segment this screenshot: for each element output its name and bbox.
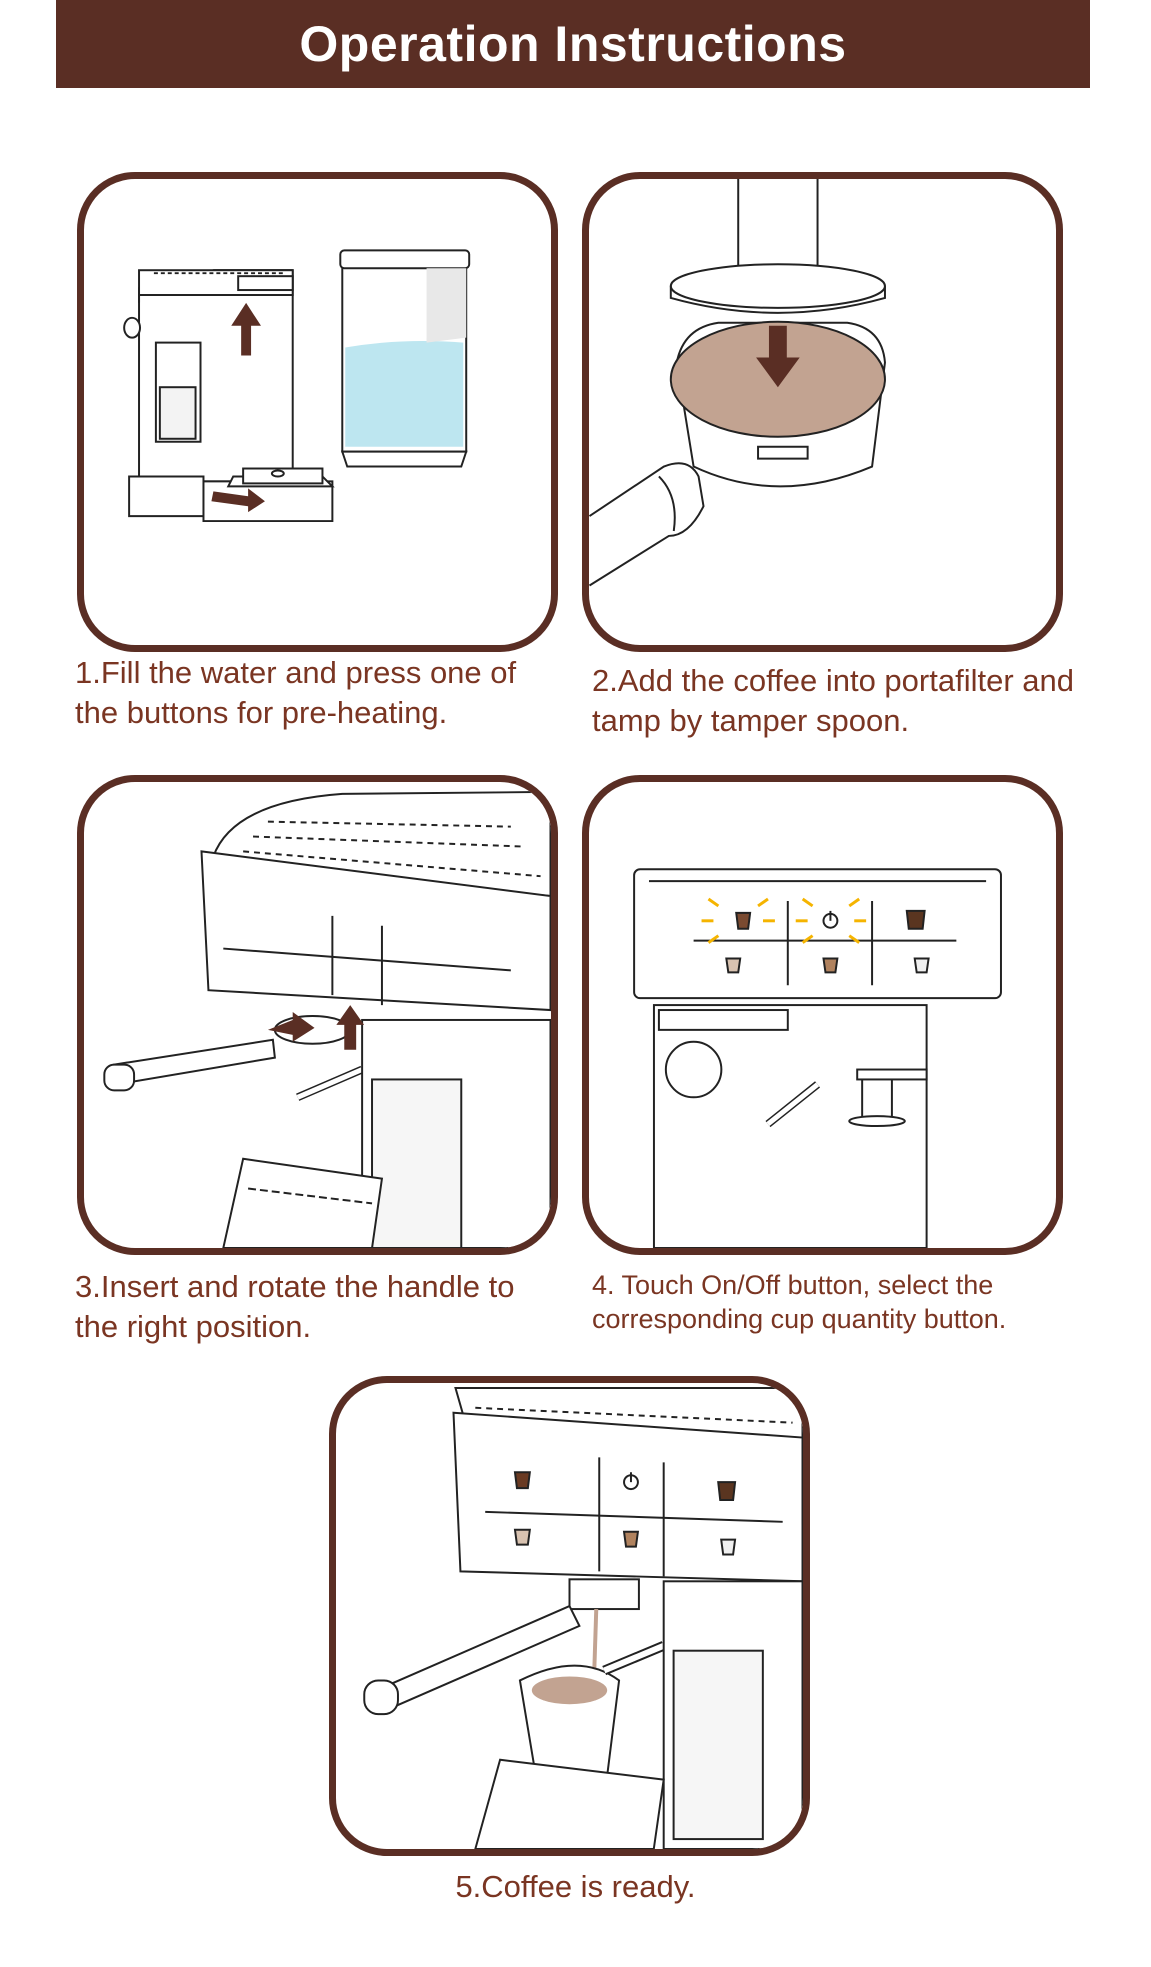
page-title: Operation Instructions [299,16,847,72]
step-3-illustration [77,775,558,1255]
fill-water-illustration [123,249,471,523]
touch-panel-illustration [633,868,1002,1248]
page-header: Operation Instructions [56,0,1090,88]
step-5-caption: 5.Coffee is ready. [455,1869,696,1904]
coffee-ready-illustration [363,1386,803,1849]
step-2-caption: 2.Add the coffee into portafilter and ta… [592,663,1074,739]
step-4-illustration [582,775,1063,1255]
step-2-illustration [582,172,1063,652]
insert-handle-illustration [103,790,551,1248]
step-1-illustration [77,172,558,652]
step-1-caption: 1.Fill the water and press one of the bu… [75,655,517,731]
tamp-coffee-illustration [589,179,886,587]
step-3-caption: 3.Insert and rotate the handle to the ri… [75,1269,515,1345]
step-5-illustration [329,1376,810,1856]
step-4-caption: 4. Touch On/Off button, select the corre… [592,1270,1007,1335]
